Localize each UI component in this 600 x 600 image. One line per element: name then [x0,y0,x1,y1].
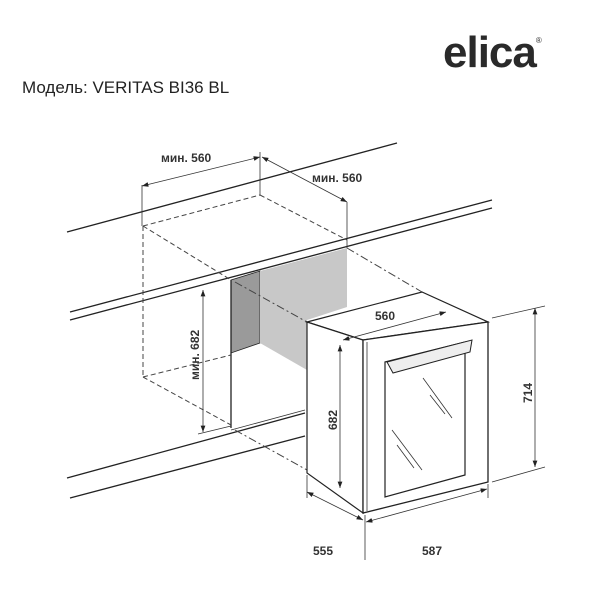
appliance-width-top-label: 560 [375,309,395,323]
niche-depth-label: мин. 560 [312,171,363,185]
niche-back-panel [260,248,347,370]
registered-mark: ® [535,36,542,45]
niche-height-label: мин. 682 [188,329,202,380]
appliance-depth-label: 555 [313,544,333,558]
niche-outline [142,194,423,471]
elica-logo: elica® [443,28,542,78]
appliance-height-body-label: 682 [326,410,340,430]
door-handle [386,339,473,374]
dimension-lines [141,152,546,560]
appliance-height-total-label: 714 [521,383,535,403]
model-label: Модель: VERITAS BI36 BL [22,78,230,97]
appliance-width-front-label: 587 [422,544,442,558]
niche-side-panel [230,270,261,354]
niche-width-label: мин. 560 [161,151,212,165]
logo-text: elica [443,28,537,77]
lower-plinth [66,412,306,499]
